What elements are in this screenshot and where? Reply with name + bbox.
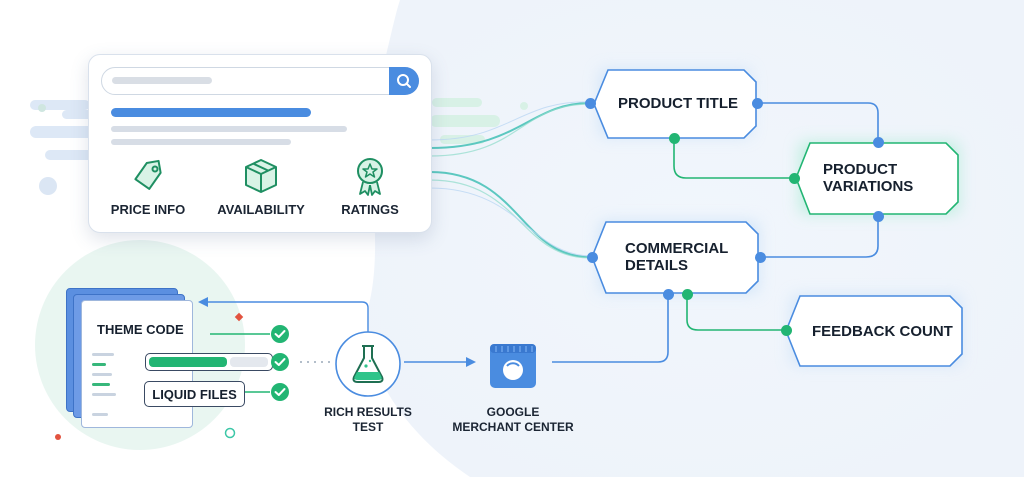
theme-code-label: THEME CODE <box>94 320 187 339</box>
search-bar[interactable] <box>101 67 419 95</box>
connector-dot <box>789 173 800 184</box>
check-circle-icon <box>271 325 289 343</box>
merchant-store-icon <box>490 344 536 388</box>
node-feedback-count: FEEDBACK COUNT <box>812 322 957 340</box>
result-title-bar <box>111 108 311 117</box>
feature-label-availability: AVAILABILITY <box>217 202 305 217</box>
code-line <box>92 363 106 366</box>
search-query-placeholder-bar <box>112 77 212 84</box>
rich-results-test-label: RICH RESULTS TEST <box>324 405 412 434</box>
code-line <box>92 383 110 386</box>
search-results-card: PRICE INFO AVAILABILITY RATINGS <box>88 54 432 233</box>
theme-progress-fill <box>149 357 227 367</box>
theme-progress-track <box>230 357 268 367</box>
search-icon <box>397 74 411 88</box>
result-snippet-bar-2 <box>111 139 291 145</box>
node-product-variations: PRODUCT VARIATIONS <box>823 161 949 197</box>
google-merchant-center-label: GOOGLE MERCHANT CENTER <box>452 405 574 434</box>
price-tag-icon <box>134 159 162 190</box>
node-product-title: PRODUCT TITLE <box>618 94 748 112</box>
connector-dot <box>682 289 693 300</box>
code-line <box>92 393 116 396</box>
result-snippet-bar-1 <box>111 126 347 132</box>
check-circle-icon <box>271 353 289 371</box>
feature-label-price-info: PRICE INFO <box>110 202 186 217</box>
flask-icon <box>335 331 401 397</box>
feature-label-ratings: RATINGS <box>341 202 399 217</box>
badge-icon <box>357 158 383 196</box>
connector-dot <box>752 98 763 109</box>
code-line <box>92 413 108 416</box>
code-line <box>92 373 112 376</box>
connector-dot <box>587 252 598 263</box>
liquid-files-label: LIQUID FILES <box>144 381 245 407</box>
search-button[interactable] <box>389 67 419 95</box>
check-circle-icon <box>271 383 289 401</box>
theme-progress-bar <box>145 353 273 371</box>
box-icon <box>245 159 277 193</box>
connector-dot <box>585 98 596 109</box>
connector-dot <box>669 133 680 144</box>
code-line <box>92 353 114 356</box>
connector-dot <box>873 137 884 148</box>
connector-dot <box>663 289 674 300</box>
connector-dot <box>873 211 884 222</box>
connector-dot <box>781 325 792 336</box>
node-commercial-details: COMMERCIAL DETAILS <box>625 240 751 276</box>
speed-lines-right <box>430 98 528 144</box>
connector-dot <box>755 252 766 263</box>
